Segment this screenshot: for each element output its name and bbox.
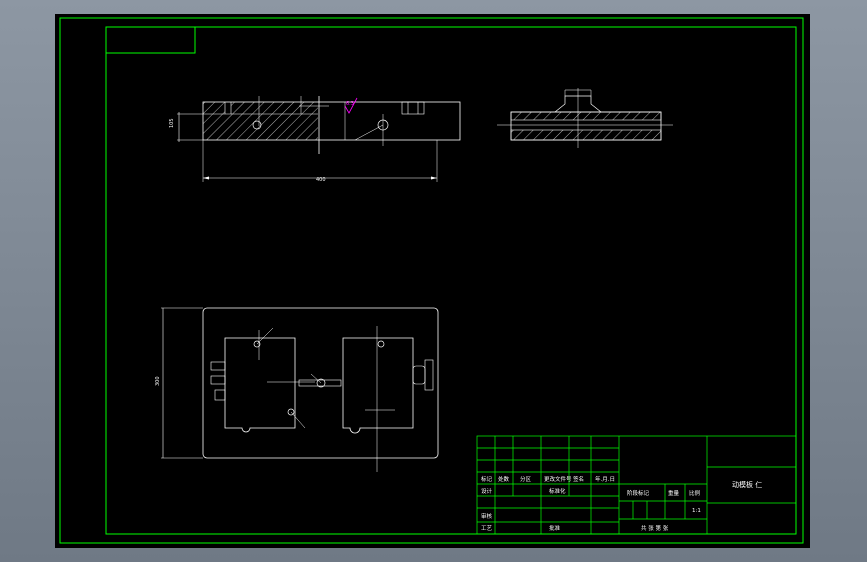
sheet-inner-border [105,26,797,535]
front-section-view: 400 105 [169,96,461,183]
title-block [476,435,797,535]
label-approve: 批准 [549,524,561,532]
cad-viewport[interactable]: 400 105 6.3 300 [55,14,810,548]
label-weight: 重量 [668,489,680,497]
code-box [105,26,196,54]
svg-text:6.3: 6.3 [346,101,354,107]
label-sheet-info: 共 张 第 张 [641,524,669,532]
label-review: 审核 [481,512,493,520]
label-count: 处数 [498,475,510,483]
label-process: 工艺 [481,525,493,532]
sheet-outer-border [59,17,804,544]
label-mark: 标记 [481,475,493,483]
label-sign: 签名 [573,475,584,483]
dim-plan-height: 300 [155,376,161,386]
label-stage-mark: 阶段标记 [627,489,650,497]
label-zone: 分区 [520,475,532,483]
cad-drawing: 400 105 6.3 300 [59,17,804,544]
label-standard: 标准化 [549,487,566,495]
dim-height: 105 [169,118,175,128]
plan-view: 300 [155,307,439,472]
scale-value: 1:1 [692,508,701,514]
dim-overall-width: 400 [316,177,326,183]
label-design: 设计 [481,487,493,495]
roughness-symbol: 6.3 [344,97,358,114]
drawing-name: 动模板 仁 [732,480,762,489]
label-scale: 比例 [689,489,701,497]
side-section-view [497,88,673,148]
label-change-doc: 更改文件号 [544,475,572,483]
title-block-text: 标记 处数 分区 更改文件号 签名 年.月.日 设计 标准化 审核 工艺 批准 … [481,475,762,532]
label-date: 年.月.日 [595,475,615,483]
